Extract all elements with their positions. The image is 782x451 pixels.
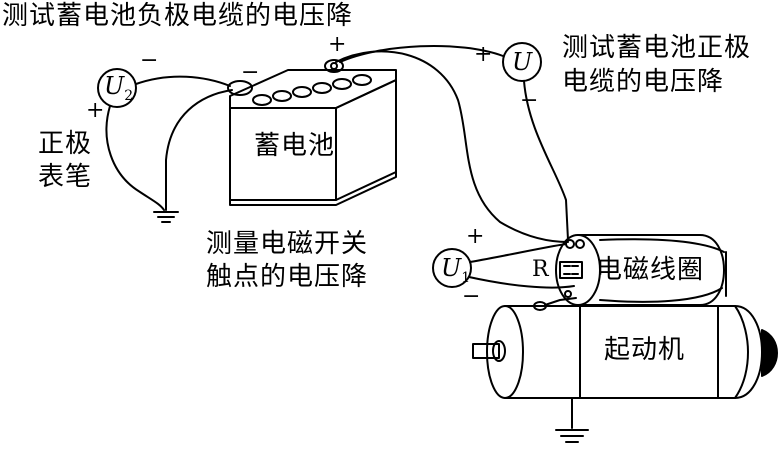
cell-cap — [252, 94, 272, 106]
u2-plus-sign: + — [86, 98, 105, 123]
u1-negative-lead — [468, 276, 575, 289]
label-positive-cable-drop-line1: 测试蓄电池正极 — [562, 33, 752, 63]
battery-base — [229, 171, 397, 206]
solenoid-terminal-motor — [575, 239, 585, 249]
meter-u-circle — [502, 42, 542, 82]
positive-terminal — [324, 59, 344, 73]
solenoid-terminal-small — [564, 290, 572, 298]
drive-pinion — [492, 340, 506, 362]
u-positive-lead — [339, 44, 504, 63]
u2-positive-probe-lead — [105, 105, 165, 211]
label-switch-drop-line2: 触点的电压降 — [206, 262, 369, 292]
label-probe-line1: 正极 — [38, 129, 93, 159]
cell-cap — [352, 74, 372, 86]
battery-plus-sign: + — [328, 32, 347, 57]
rear-bearing-cap — [761, 329, 778, 377]
label-resistor: R — [532, 257, 549, 282]
u2-negative-lead — [135, 75, 231, 87]
meter-u1-circle — [432, 248, 472, 288]
positive-terminal-clamp — [330, 62, 338, 70]
meter-u2-circle — [97, 68, 137, 108]
positive-battery-cable — [335, 50, 569, 243]
label-switch-drop-line1: 测量电磁开关 — [206, 229, 369, 259]
coil-winding-top — [599, 238, 725, 253]
u1-plus-sign: + — [466, 224, 485, 249]
negative-battery-cable — [165, 89, 233, 211]
battery-side — [335, 79, 397, 201]
label-battery: 蓄电池 — [254, 131, 336, 161]
meter-u-label: U — [512, 48, 533, 76]
motor-strap — [544, 297, 577, 306]
resistor-box — [559, 261, 583, 279]
cell-cap — [292, 86, 312, 98]
battery — [227, 59, 397, 206]
cell-cap — [272, 90, 292, 102]
u-plus-sign: + — [474, 42, 493, 67]
meter-u1-label: U1 — [441, 254, 471, 286]
u1-minus-sign: − — [462, 284, 481, 309]
negative-terminal — [227, 80, 253, 96]
battery-minus-sign: − — [241, 60, 260, 85]
cell-cap — [312, 82, 332, 94]
coil-winding-bottom — [599, 287, 723, 303]
solenoid-terminal-battery — [565, 239, 575, 249]
u2-minus-sign: − — [140, 48, 159, 73]
drive-shaft — [472, 343, 500, 359]
rear-cap-edge — [734, 305, 749, 399]
ground-symbol-right — [555, 429, 589, 443]
label-starter: 起动机 — [604, 335, 686, 365]
solenoid-body — [577, 234, 725, 306]
label-coil: 电磁线圈 — [596, 255, 705, 285]
u-minus-sign: − — [520, 88, 539, 113]
u-negative-lead — [523, 80, 569, 241]
label-negative-cable-drop: 测试蓄电池负极电缆的电压降 — [2, 1, 354, 31]
u1-positive-lead — [469, 243, 567, 263]
meter-u2-label: U2 — [104, 72, 134, 104]
label-probe-line2: 表笔 — [38, 162, 93, 192]
ground-symbol-left — [153, 211, 179, 223]
label-positive-cable-drop-line2: 电缆的电压降 — [562, 67, 725, 97]
strap-terminal — [533, 301, 547, 311]
cell-cap — [332, 78, 352, 90]
